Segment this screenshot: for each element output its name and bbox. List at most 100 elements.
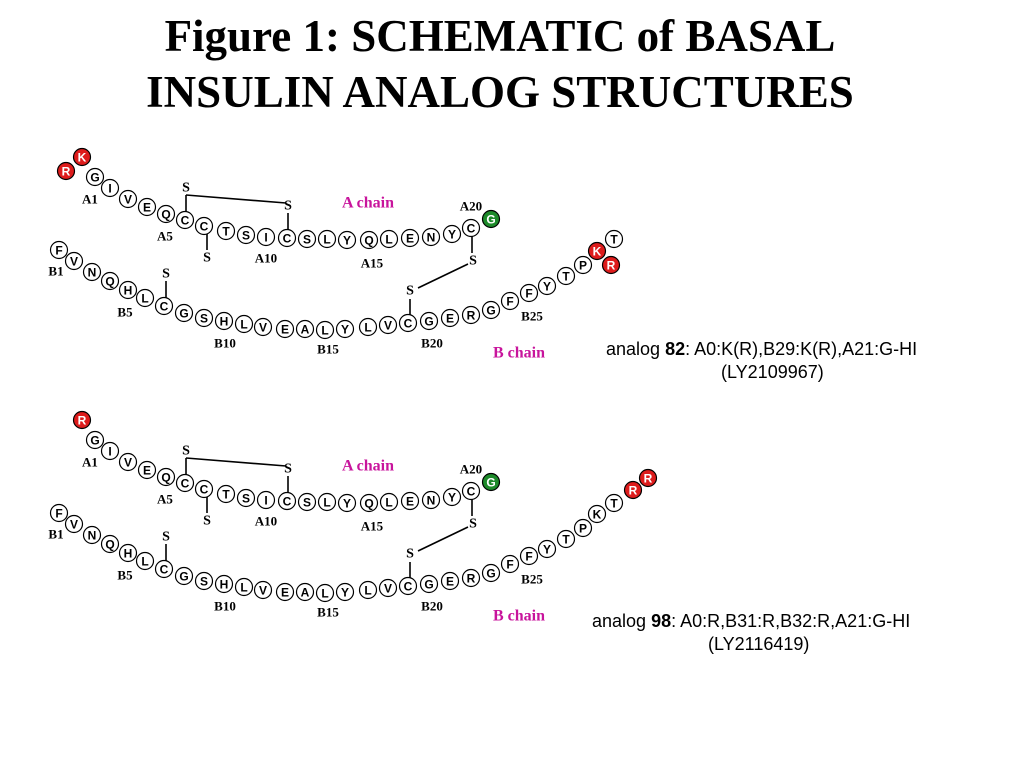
residue-letter: A bbox=[301, 323, 310, 337]
residue-circle bbox=[216, 221, 236, 241]
residue-letter: S bbox=[242, 492, 250, 506]
b-chain-residue: L bbox=[234, 577, 254, 597]
a-position-label: A15 bbox=[361, 519, 384, 534]
b-chain-residue: E bbox=[275, 319, 295, 339]
b-position-label: B10 bbox=[214, 336, 236, 351]
residue-letter: Q bbox=[105, 275, 114, 289]
residue-letter: G bbox=[486, 304, 495, 318]
b-chain-residue: F bbox=[500, 291, 520, 311]
b-position-label: B1 bbox=[48, 264, 63, 279]
residue-circle bbox=[461, 481, 481, 501]
analog-caption-98: analog 98: A0:R,B31:R,B32:R,A21:G-HI (LY… bbox=[592, 610, 910, 656]
residue-letter: Y bbox=[543, 543, 551, 557]
residue-circle bbox=[49, 240, 69, 260]
residue-letter: H bbox=[220, 578, 229, 592]
disulfide-a6-a11 bbox=[185, 194, 287, 204]
residue-letter: R bbox=[467, 309, 476, 323]
residue-circle bbox=[295, 319, 315, 339]
residue-letter: G bbox=[179, 307, 188, 321]
residue-letter: Y bbox=[543, 280, 551, 294]
residue-letter: V bbox=[384, 319, 392, 333]
residue-circle bbox=[442, 224, 462, 244]
b-chain-residue: C bbox=[154, 559, 174, 579]
b-chain-residue: R bbox=[601, 255, 621, 275]
sulfur-label: S bbox=[162, 267, 170, 282]
residue-letter: A bbox=[301, 586, 310, 600]
residue-letter: E bbox=[143, 201, 151, 215]
sulfur-label: S bbox=[182, 444, 190, 459]
residue-letter: L bbox=[385, 496, 392, 510]
residue-letter: R bbox=[62, 165, 71, 179]
b-chain-residue: H bbox=[118, 543, 138, 563]
residue-circle bbox=[275, 582, 295, 602]
residue-circle bbox=[214, 574, 234, 594]
residue-letter: N bbox=[88, 266, 97, 280]
a-chain-residue: T bbox=[216, 221, 236, 241]
b-chain-residue: T bbox=[604, 229, 624, 249]
a-chain-residue: Y bbox=[337, 493, 357, 513]
b-chain-residue: N bbox=[82, 525, 102, 545]
analog-number: 98 bbox=[651, 611, 672, 631]
residue-letter: G bbox=[486, 213, 495, 227]
b-chain-residue: L bbox=[135, 551, 155, 571]
b-chain-residue: V bbox=[253, 317, 273, 337]
residue-letter: L bbox=[240, 318, 247, 332]
residue-circle bbox=[156, 204, 176, 224]
b-chain-residue: L bbox=[135, 288, 155, 308]
residue-circle bbox=[519, 546, 539, 566]
residue-circle bbox=[137, 197, 157, 217]
a-chain-residue: I bbox=[256, 490, 276, 510]
a-chain-residue: S bbox=[297, 492, 317, 512]
residue-letter: H bbox=[124, 284, 133, 298]
b-chain-label: B chain bbox=[493, 608, 545, 625]
b-chain-residue: C bbox=[398, 576, 418, 596]
sulfur-label: S bbox=[182, 181, 190, 196]
a-chain-residue: G bbox=[481, 209, 501, 229]
residue-circle bbox=[335, 319, 355, 339]
b-chain-residue: R bbox=[461, 568, 481, 588]
residue-circle bbox=[72, 410, 92, 430]
b-chain-residue: A bbox=[295, 319, 315, 339]
residue-circle bbox=[379, 229, 399, 249]
residue-circle bbox=[500, 554, 520, 574]
residue-circle bbox=[256, 227, 276, 247]
b-chain-residue: E bbox=[440, 571, 460, 591]
residue-letter: I bbox=[264, 231, 267, 245]
a-position-label: A10 bbox=[255, 251, 277, 266]
residue-circle bbox=[234, 577, 254, 597]
residue-circle bbox=[49, 503, 69, 523]
residue-letter: C bbox=[283, 232, 292, 246]
b-position-label: B1 bbox=[48, 527, 63, 542]
residue-letter: V bbox=[259, 321, 267, 335]
residue-letter: S bbox=[303, 496, 311, 510]
analog-prefix: analog bbox=[592, 611, 652, 631]
residue-letter: L bbox=[240, 581, 247, 595]
a-chain-residue: L bbox=[379, 492, 399, 512]
sulfur-label: S bbox=[284, 199, 292, 214]
residue-letter: N bbox=[427, 231, 436, 245]
residue-circle bbox=[137, 460, 157, 480]
residue-letter: L bbox=[321, 324, 328, 338]
b-chain-residue: P bbox=[573, 255, 593, 275]
residue-circle bbox=[135, 551, 155, 571]
residue-letter: C bbox=[283, 495, 292, 509]
residue-circle bbox=[604, 493, 624, 513]
residue-letter: R bbox=[78, 414, 87, 428]
b-chain-residue: G bbox=[481, 300, 501, 320]
b-chain-residue: Q bbox=[100, 271, 120, 291]
residue-circle bbox=[315, 583, 335, 603]
residue-letter: Q bbox=[105, 538, 114, 552]
a-chain-residue: C bbox=[461, 481, 481, 501]
b-chain-residue: A bbox=[295, 582, 315, 602]
residue-letter: C bbox=[181, 477, 190, 491]
b-chain-residue: R bbox=[461, 305, 481, 325]
residue-circle bbox=[601, 255, 621, 275]
residue-circle bbox=[317, 492, 337, 512]
residue-circle bbox=[604, 229, 624, 249]
residue-circle bbox=[398, 576, 418, 596]
b-chain-residue: Y bbox=[537, 276, 557, 296]
residue-letter: S bbox=[200, 575, 208, 589]
residue-circle bbox=[277, 228, 297, 248]
residue-circle bbox=[234, 314, 254, 334]
